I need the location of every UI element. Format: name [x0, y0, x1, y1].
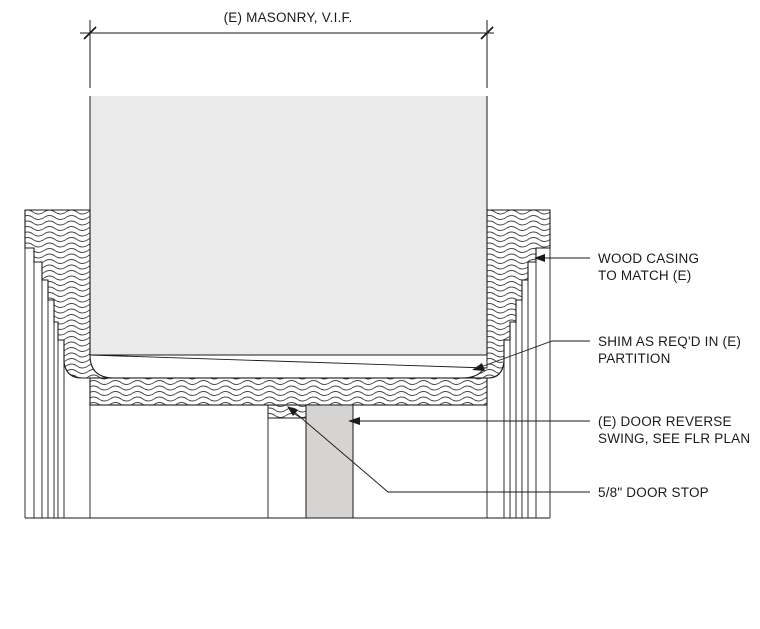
- dimension-tick-right: [480, 26, 494, 40]
- wood-jamb: [89, 377, 488, 406]
- dimension-tick-left: [83, 26, 97, 40]
- existing-partition-left: [24, 248, 91, 518]
- callout-door-line1: (E) DOOR REVERSE: [598, 414, 732, 429]
- callout-shim-line1: SHIM AS REQ'D IN (E): [598, 334, 741, 349]
- leader-door-stop: [291, 409, 590, 493]
- door-slab: [305, 404, 354, 519]
- dimension-line: [80, 20, 494, 88]
- wood-casing-left: [24, 209, 115, 379]
- arrowhead-door: [348, 417, 360, 425]
- callout-wood-casing-line2: TO MATCH (E): [598, 268, 691, 283]
- leader-shim: [477, 340, 590, 369]
- callout-door-stop-line1: 5/8" DOOR STOP: [598, 485, 709, 500]
- callout-wood-casing-line1: WOOD CASING: [598, 251, 699, 266]
- door-stop: [267, 404, 307, 419]
- shim-wedge: [89, 354, 488, 369]
- dimension-label: (E) MASONRY, V.I.F.: [224, 10, 353, 25]
- arrowhead-door-stop: [287, 406, 298, 416]
- leader-lines: [291, 257, 590, 493]
- leader-arrowheads: [287, 254, 545, 425]
- existing-masonry: [90, 96, 487, 355]
- arrowhead-wood-casing: [534, 254, 545, 262]
- callout-door-line2: SWING, SEE FLR PLAN: [598, 431, 750, 446]
- arrowhead-shim: [472, 363, 485, 371]
- callout-shim-line2: PARTITION: [598, 351, 671, 366]
